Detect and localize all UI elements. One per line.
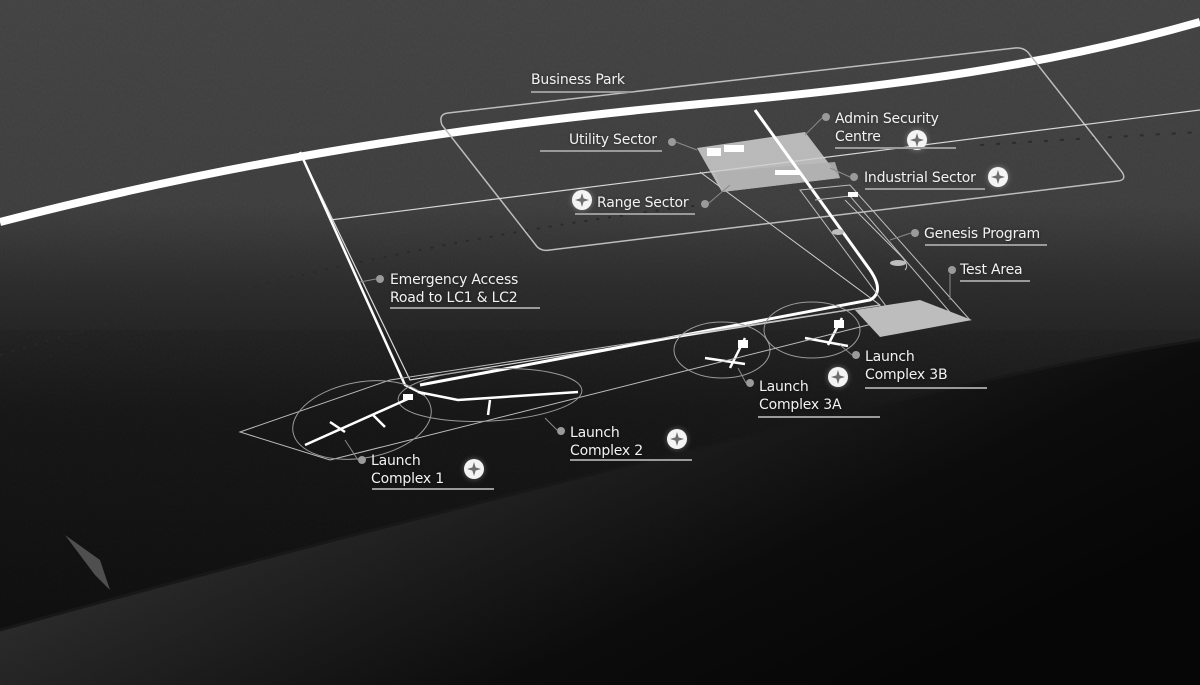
- range-sector-label[interactable]: Range Sector: [597, 195, 689, 211]
- emergency-access-pin-icon: [376, 275, 384, 283]
- compass-star-icon[interactable]: [464, 459, 484, 479]
- business-park-underline: [531, 91, 631, 93]
- launch-complex-3a-pin-icon: [746, 379, 754, 387]
- genesis-program-underline: [925, 244, 1047, 246]
- launch-complex-3b-pin-icon: [852, 351, 860, 359]
- business-park-label[interactable]: Business Park: [531, 72, 625, 88]
- compass-star-icon[interactable]: [907, 130, 927, 150]
- test-area-pin-icon: [948, 266, 956, 274]
- launch-complex-1-underline: [372, 488, 494, 490]
- utility-sector-pin-icon: [668, 138, 676, 146]
- launch-zone-boundary: [238, 304, 881, 461]
- admin-security-centre-label[interactable]: Admin Security Centre: [835, 111, 939, 145]
- compass-star-icon[interactable]: [572, 190, 592, 210]
- test-area-underline: [960, 280, 1030, 282]
- launch-complex-3a-label[interactable]: Launch Complex 3A: [759, 379, 842, 413]
- launch-complex-3b-label[interactable]: Launch Complex 3B: [865, 349, 948, 383]
- compass-star-icon[interactable]: [828, 367, 848, 387]
- launch-complex-2-label[interactable]: Launch Complex 2: [570, 425, 643, 459]
- industrial-sector-label[interactable]: Industrial Sector: [864, 170, 976, 186]
- launch-complex-1-pin-icon: [358, 456, 366, 464]
- central-road: [419, 109, 879, 387]
- compass-star-icon[interactable]: [667, 429, 687, 449]
- admin-security-underline: [835, 147, 956, 149]
- range-sector-pin-icon: [701, 200, 709, 208]
- genesis-program-pin-icon: [911, 229, 919, 237]
- main-highway: [0, 18, 1200, 226]
- utility-sector-underline: [540, 150, 662, 152]
- business-park-boundary: [440, 47, 1125, 252]
- genesis-program-label[interactable]: Genesis Program: [924, 226, 1040, 242]
- launch-complex-3a-underline: [758, 416, 880, 418]
- emergency-access-road-label[interactable]: Emergency Access Road to LC1 & LC2: [390, 272, 519, 306]
- emergency-access-underline: [390, 307, 540, 309]
- compass-star-icon[interactable]: [988, 167, 1008, 187]
- admin-security-pin-icon: [822, 113, 830, 121]
- test-area-label[interactable]: Test Area: [960, 262, 1023, 278]
- utility-sector-label[interactable]: Utility Sector: [569, 132, 657, 148]
- launch-complex-2-pin-icon: [557, 427, 565, 435]
- launch-complex-1-label[interactable]: Launch Complex 1: [371, 453, 444, 487]
- range-sector-underline: [575, 213, 695, 215]
- test-area-pad: [855, 300, 972, 337]
- industrial-sector-underline: [865, 188, 985, 190]
- launch-complex-2-underline: [570, 459, 692, 461]
- launch-complex-3b-underline: [865, 387, 987, 389]
- industrial-sector-pin-icon: [850, 173, 858, 181]
